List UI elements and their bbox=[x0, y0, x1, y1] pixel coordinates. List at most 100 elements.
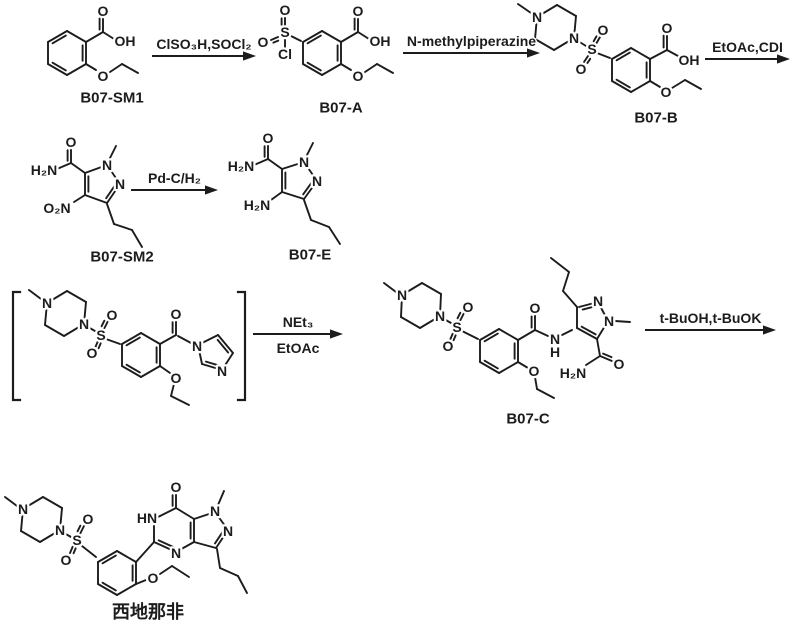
bond-b07-c bbox=[439, 293, 442, 317]
bond-b07-b bbox=[536, 4, 558, 18]
bond-b07-c bbox=[596, 338, 601, 357]
reagent-label-above: Pd-C/H₂ bbox=[148, 170, 201, 186]
atom-label: O bbox=[258, 34, 269, 50]
atom-label: O bbox=[61, 552, 72, 568]
bond-sildenafil bbox=[81, 545, 97, 558]
atom-label: N bbox=[569, 30, 579, 46]
bond-acyl-imidazolide-intermediate bbox=[46, 290, 68, 304]
bond-acyl-imidazolide-intermediate bbox=[221, 352, 234, 371]
atom-label: O bbox=[576, 61, 587, 77]
atom-label: O bbox=[171, 306, 182, 322]
bond-b07-b bbox=[649, 80, 661, 88]
bond-b07-c bbox=[483, 359, 499, 370]
bond-sildenafil bbox=[20, 508, 24, 532]
bond-sildenafil bbox=[101, 581, 117, 592]
atom-label: N bbox=[312, 173, 322, 189]
bond-b07-c bbox=[479, 361, 500, 374]
atom-label: OH bbox=[115, 33, 136, 49]
bond-acyl-imidazolide-intermediate bbox=[125, 336, 141, 347]
atom-label: S bbox=[280, 24, 289, 40]
bond-b07-a bbox=[306, 34, 322, 45]
atom-label: O bbox=[530, 300, 541, 316]
arrow-head-icon bbox=[243, 51, 256, 61]
bond-b07-sm1 bbox=[47, 30, 68, 43]
bond-b07-a bbox=[321, 63, 342, 76]
bond-b07-sm2 bbox=[70, 162, 86, 174]
molecule-label-b07-a: B07-A bbox=[319, 100, 363, 117]
bond-acyl-imidazolide-intermediate bbox=[140, 365, 161, 378]
atom-label: N bbox=[42, 295, 52, 311]
bond-sildenafil bbox=[157, 539, 176, 549]
bond-b07-c bbox=[443, 318, 452, 324]
bond-sildenafil bbox=[237, 575, 248, 594]
left-bracket bbox=[11, 290, 22, 402]
bond-acyl-imidazolide-intermediate bbox=[217, 334, 234, 354]
bond-b07-sm1 bbox=[47, 63, 68, 76]
atom-label: O₂N bbox=[43, 200, 70, 216]
atom-label: O bbox=[353, 3, 364, 19]
bond-acyl-imidazolide-intermediate bbox=[28, 289, 42, 300]
bond-sildenafil bbox=[59, 507, 63, 531]
bond-b07-c bbox=[456, 311, 462, 320]
atom-label: O bbox=[598, 22, 609, 38]
bond-b07-a bbox=[302, 63, 323, 76]
bond-b07-c bbox=[561, 329, 573, 336]
bond-b07-a bbox=[272, 39, 280, 44]
bond-b07-sm1 bbox=[51, 61, 67, 72]
atom-label: N bbox=[55, 522, 65, 538]
bond-sildenafil bbox=[101, 554, 117, 565]
bond-b07-sm2 bbox=[84, 194, 108, 204]
bond-b07-c bbox=[479, 328, 500, 341]
bond-acyl-imidazolide-intermediate bbox=[94, 340, 99, 349]
reagent-label-above: t-BuOH,t-BuOK bbox=[660, 310, 762, 326]
bond-sildenafil bbox=[79, 525, 85, 535]
bond-sildenafil bbox=[97, 583, 118, 596]
arrow-head-icon bbox=[777, 54, 790, 64]
bond-b07-c bbox=[459, 312, 465, 322]
bond-acyl-imidazolide-intermediate bbox=[105, 338, 121, 345]
bond-b07-e bbox=[267, 158, 283, 170]
bond-acyl-imidazolide-intermediate bbox=[121, 332, 142, 345]
bond-sildenafil bbox=[135, 579, 147, 585]
atom-label: O bbox=[171, 370, 182, 386]
bond-acyl-imidazolide-intermediate bbox=[83, 301, 87, 325]
bond-b07-e bbox=[253, 158, 269, 166]
bond-b07-c bbox=[534, 376, 538, 390]
atom-label: O bbox=[353, 68, 364, 84]
atom-label: O bbox=[529, 363, 540, 379]
bond-b07-a bbox=[364, 63, 378, 73]
bond-b07-b bbox=[596, 52, 611, 59]
bond-b07-c bbox=[498, 361, 519, 374]
atom-label: O bbox=[66, 134, 77, 150]
bond-b07-c bbox=[550, 257, 570, 273]
atom-label: H₂N bbox=[228, 158, 254, 174]
bond-b07-e bbox=[303, 199, 312, 221]
bond-acyl-imidazolide-intermediate bbox=[125, 363, 141, 374]
bond-sildenafil bbox=[217, 490, 225, 506]
bond-b07-c bbox=[449, 332, 454, 341]
bond-b07-e bbox=[281, 191, 305, 200]
atom-label: N bbox=[192, 338, 202, 354]
bond-b07-sm2 bbox=[56, 162, 72, 170]
bond-acyl-imidazolide-intermediate bbox=[197, 344, 203, 365]
bond-b07-c bbox=[614, 320, 631, 323]
bond-b07-b bbox=[595, 36, 601, 45]
atom-label: Cl bbox=[278, 46, 292, 62]
atom-label: N bbox=[435, 308, 445, 324]
bond-b07-e bbox=[281, 161, 305, 170]
bond-acyl-imidazolide-intermediate bbox=[197, 334, 219, 346]
bond-b07-b bbox=[684, 79, 702, 90]
bond-b07-b bbox=[586, 57, 592, 64]
bond-acyl-imidazolide-intermediate bbox=[201, 363, 223, 371]
bond-b07-c bbox=[383, 282, 397, 293]
bond-b07-c bbox=[580, 325, 597, 336]
bond-sildenafil bbox=[72, 547, 77, 555]
bond-b07-a bbox=[290, 35, 302, 42]
molecule-label-b07-sm2: B07-SM2 bbox=[90, 249, 153, 266]
bond-b07-c bbox=[534, 329, 549, 337]
bond-b07-sm1 bbox=[85, 31, 104, 43]
bond-acyl-imidazolide-intermediate bbox=[159, 334, 177, 345]
bond-b07-b bbox=[671, 79, 686, 89]
bond-b07-e bbox=[328, 226, 341, 245]
bond-sildenafil bbox=[39, 529, 61, 543]
